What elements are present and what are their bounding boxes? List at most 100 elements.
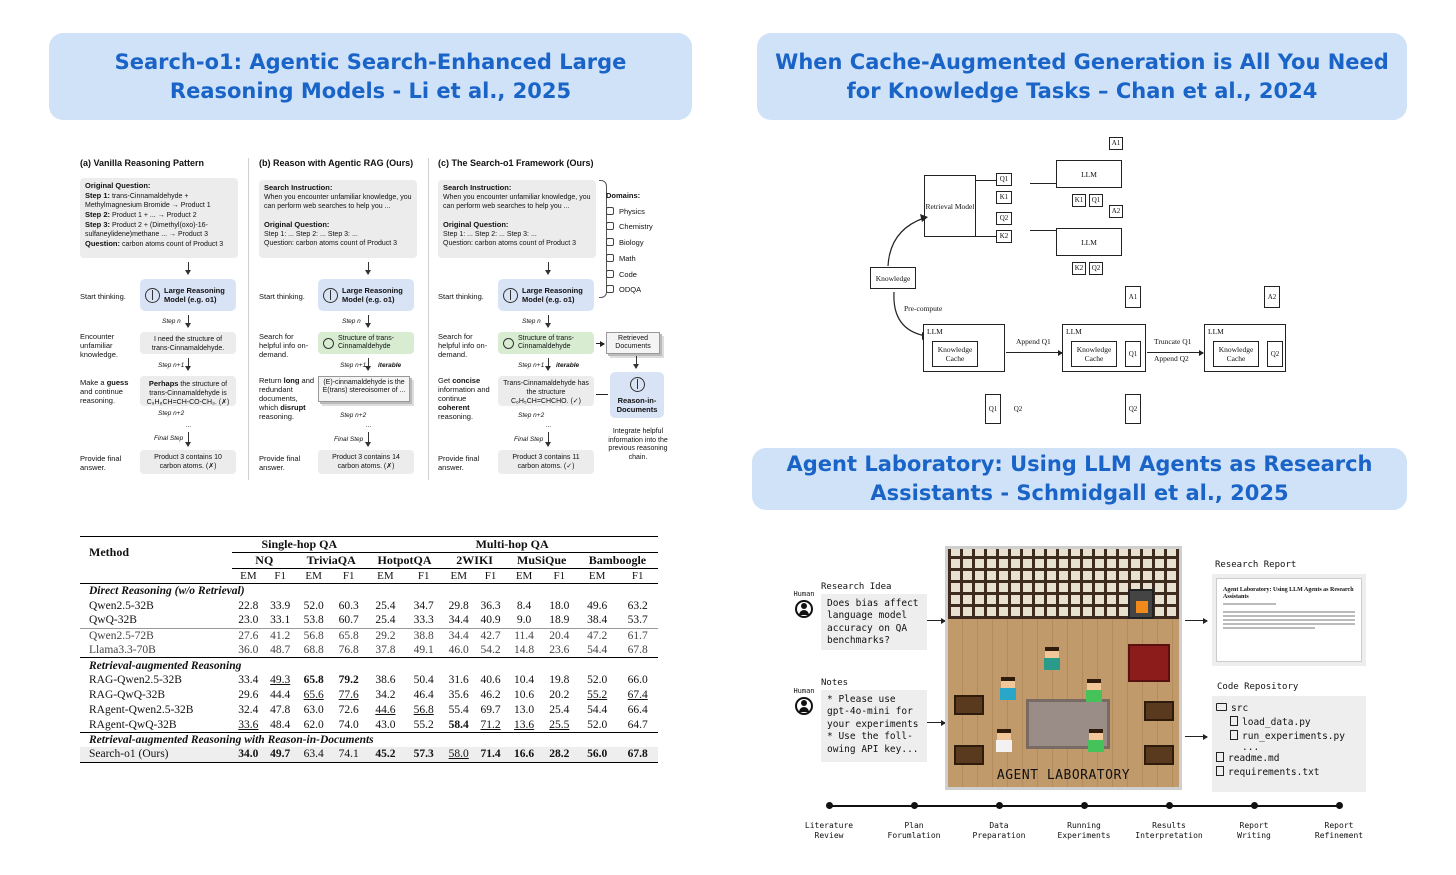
value-cell: 46.2 [480,689,501,702]
value-cell: 18.9 [549,614,570,627]
connector-line [976,180,996,181]
desk [1144,701,1174,721]
value-cell: 34.2 [375,689,396,702]
agent-character [1086,679,1102,703]
value-cell: 53.7 [627,614,648,627]
step-n2-label: Step n+2 [340,412,367,419]
connector-line [596,394,608,395]
model-box-b: Large Reasoning Model (e.g. o1) [318,279,414,311]
domain-label: Math [619,253,636,263]
sofa [1128,644,1170,682]
q1-token: Q1 [996,173,1012,186]
group-header-single: Single-hop QA [232,536,367,553]
value-cell: 29.6 [238,689,259,702]
value-cell: 14.8 [514,644,535,657]
value-cell: 49.3 [270,674,291,687]
method-cell: RAgent-Qwen2.5-32B [89,703,194,716]
knowledge-label: Knowledge [875,273,911,283]
label-final-answer: Provide final answer. [438,454,480,472]
a1-token: A1 [1125,286,1141,308]
research-idea-box: Does bias affect language model accuracy… [821,594,927,650]
si-oq-question: Question: carbon atoms count of Product … [264,240,398,247]
value-cell: 65.6 [303,689,324,702]
agent-lab-figure: Human Research Idea Does bias affect lan… [785,540,1385,845]
retrieved-docs-label: Retrieved Documents [615,335,651,350]
arrow-down [545,315,551,328]
value-cell: 74.1 [331,747,367,763]
col-title-b: (b) Reason with Agentic RAG (Ours) [259,158,414,168]
domain-label: Physics [619,206,645,216]
value-cell: 33.6 [238,718,259,731]
column-divider [428,158,429,480]
dots: ... [186,422,192,429]
value-cell: 56.8 [303,629,324,642]
value-cell: 63.2 [627,599,648,612]
value-cell: 22.8 [238,599,259,612]
model-label: Large Reasoning Model (e.g. o1) [522,286,583,304]
knowledge-cache: Knowledge Cache [1071,341,1117,367]
agent-body [1088,740,1104,752]
value-cell: 58.4 [448,718,469,731]
value-cell: 54.4 [587,703,608,716]
dataset-header: TriviaQA [296,552,367,569]
value-cell: 77.6 [338,689,359,702]
desk [954,745,984,765]
step-n-label: Step n [522,318,541,325]
value-cell: 79.2 [338,674,359,687]
value-cell: 38.6 [375,674,396,687]
knowledge-cache: Knowledge Cache [1213,341,1259,367]
research-idea-label: Research Idea [821,582,892,592]
model-box-a: Large Reasoning Model (e.g. o1) [140,279,236,311]
research-report-thumbnail: Agent Laboratory: Using LLM Agents as Re… [1212,574,1366,666]
dots: ... [366,422,372,429]
value-cell: 40.9 [480,614,501,627]
repo-item-label: ... [1242,742,1260,753]
si-oq-title: Original Question: [443,220,509,229]
label-final-answer: Provide final answer. [259,454,301,472]
value-cell: 23.6 [549,644,570,657]
value-cell: 40.6 [480,674,501,687]
arrow-right [927,719,946,726]
domain-label: Biology [619,238,644,248]
label-start-thinking: Start thinking. [80,292,126,301]
dataset-header: NQ [232,552,297,569]
agent-head [1001,677,1015,688]
search-o1-figure: (a) Vanilla Reasoning Pattern (b) Reason… [78,150,670,482]
value-cell: 33.1 [270,614,291,627]
search-icon [503,337,514,349]
value-cell: 34.0 [232,747,265,763]
value-cell: 72.6 [338,703,359,716]
value-cell: 34.7 [413,599,434,612]
append-q2-label: Append Q2 [1154,354,1189,363]
metric-header: F1 [484,569,497,582]
text-part: concise [452,376,481,385]
label-start-thinking: Start thinking. [259,292,305,301]
reason-in-documents-box: Reason-in-Documents [610,372,664,418]
metric-header: F1 [631,569,644,582]
agent-body [1086,690,1102,702]
label-return-long: Return long and redundant documents, whi… [259,376,315,421]
o1-result-box: Trans-Cinnamaldehyde has the structure C… [498,376,594,406]
section-title: Retrieval-augmented Reasoning with Reaso… [89,733,374,746]
text-part: Get [438,376,453,385]
agent-head [1089,729,1103,740]
curved-arrow [887,214,928,267]
value-cell: 56.0 [576,747,618,763]
text-line [1223,603,1276,605]
timeline-dot [826,802,833,809]
title-agent-lab: Agent Laboratory: Using LLM Agents as Re… [752,448,1407,510]
si-oq-steps: Step 1: ... Step 2: ... Step 3: ... [443,231,537,238]
code-repository-label: Code Repository [1217,682,1299,692]
code-icon [606,269,614,278]
label-get-concise: Get concise information and continue coh… [438,376,494,421]
method-cell: RAgent-QwQ-32B [89,718,177,731]
repo-item-label: requirements.txt [1228,767,1320,778]
value-cell: 46.0 [448,644,469,657]
method-cell: Qwen2.5-72B [89,629,154,642]
arrow-right [596,340,605,347]
repo-item-label: run_experiments.py [1242,731,1345,742]
file-icon [1230,730,1238,740]
label-start-thinking: Start thinking. [438,292,484,301]
